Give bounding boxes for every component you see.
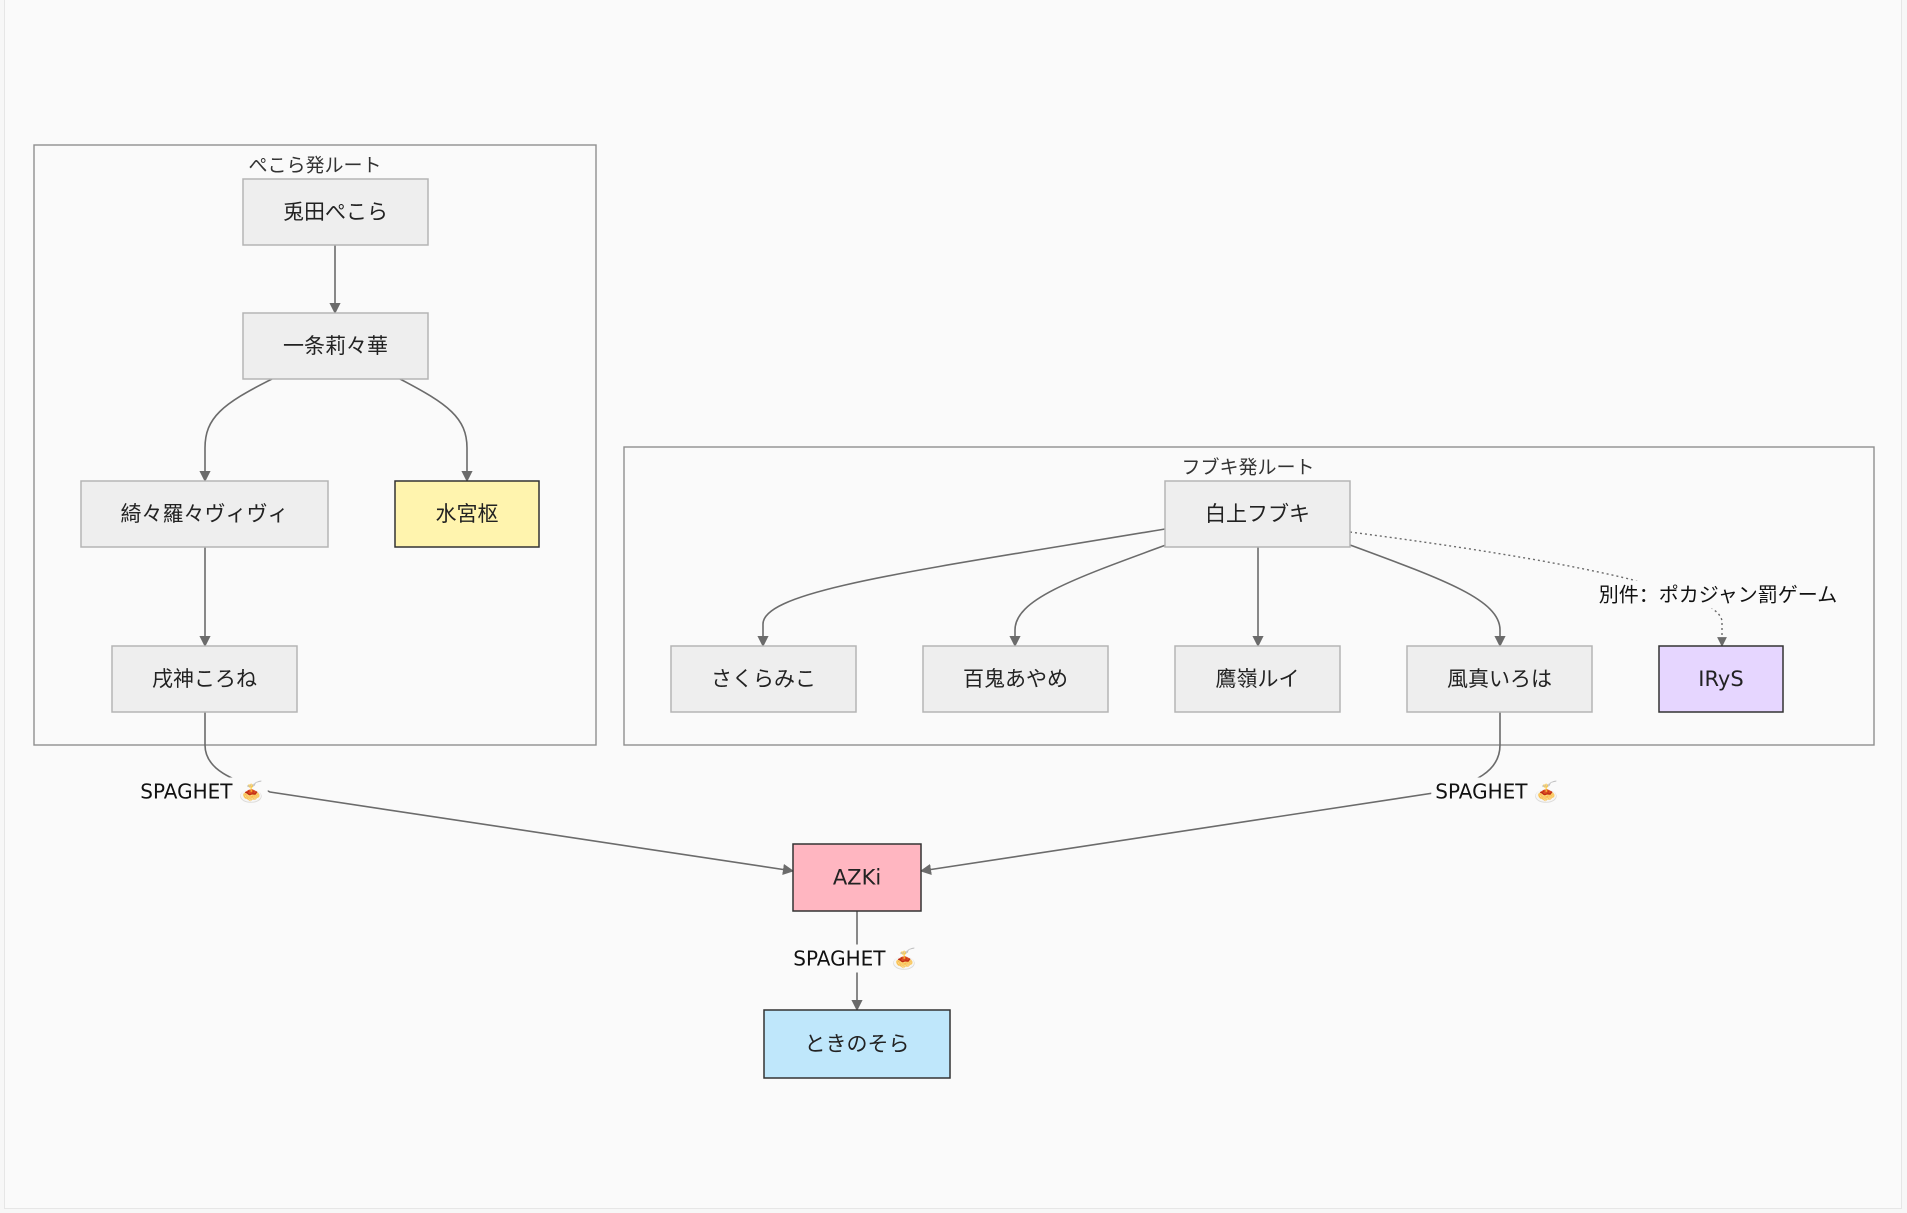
- edge-label-korone-azki: SPAGHET 🍝: [136, 777, 268, 806]
- node-label: ときのそら: [805, 1032, 910, 1056]
- node-azki[interactable]: AZKi: [792, 843, 922, 912]
- node-sora[interactable]: ときのそら: [763, 1009, 951, 1079]
- edge-fubuki-miko: [757, 528, 1166, 648]
- node-box: [1174, 645, 1341, 713]
- node-box: [394, 480, 540, 548]
- node-pekora[interactable]: 兎田ぺこら: [242, 178, 429, 246]
- edge-label-text: SPAGHET 🍝: [793, 947, 916, 971]
- edge-label-fubuki-irys: 別件：ポカジャン罰ゲーム: [1594, 580, 1842, 609]
- node-label: 鷹嶺ルイ: [1216, 667, 1300, 691]
- node-korone[interactable]: 戌神ころね: [111, 645, 298, 713]
- node-box: [80, 480, 329, 548]
- edge-label-background: [136, 777, 268, 806]
- node-box: [670, 645, 857, 713]
- node-label: さくらみこ: [711, 667, 816, 691]
- node-miko[interactable]: さくらみこ: [670, 645, 857, 713]
- node-lui[interactable]: 鷹嶺ルイ: [1174, 645, 1341, 713]
- node-box: [242, 178, 429, 246]
- edge-label-text: SPAGHET 🍝: [140, 780, 263, 804]
- node-label: IRyS: [1698, 667, 1743, 691]
- node-label: 百鬼あやめ: [963, 667, 1068, 691]
- node-label: 白上フブキ: [1205, 502, 1310, 526]
- node-box: [763, 1009, 951, 1079]
- edge-label-text: SPAGHET 🍝: [1435, 780, 1558, 804]
- node-suzumiya[interactable]: 水宮枢: [394, 480, 540, 548]
- node-label: 綺々羅々ヴィヴィ: [121, 502, 289, 526]
- edge-fubuki-iroha: [1349, 544, 1506, 648]
- edge-label-background: [789, 944, 921, 973]
- node-box: [111, 645, 298, 713]
- cluster-label: フブキ発ルート: [1181, 456, 1314, 479]
- node-fubuki[interactable]: 白上フブキ: [1164, 480, 1351, 548]
- node-kirara[interactable]: 綺々羅々ヴィヴィ: [80, 480, 329, 548]
- node-label: 水宮枢: [436, 502, 499, 526]
- edge-label-iroha-azki: SPAGHET 🍝: [1431, 777, 1563, 806]
- edge-ririka-suzumiya: [399, 378, 473, 483]
- node-box: [922, 645, 1109, 713]
- node-label: 戌神ころね: [152, 667, 257, 691]
- node-box: [242, 312, 429, 380]
- node-box: [1406, 645, 1593, 713]
- node-iroha[interactable]: 風真いろは: [1406, 645, 1593, 713]
- node-box: [792, 843, 922, 912]
- edge-label-background: [1594, 580, 1842, 609]
- node-irys[interactable]: IRyS: [1658, 645, 1784, 713]
- node-ayame[interactable]: 百鬼あやめ: [922, 645, 1109, 713]
- node-label: AZKi: [833, 866, 881, 890]
- edge-label-azki-sora: SPAGHET 🍝: [789, 944, 921, 973]
- edge-label-background: [1431, 777, 1563, 806]
- edge-label-text: 別件：ポカジャン罰ゲーム: [1599, 583, 1837, 607]
- node-box: [1164, 480, 1351, 548]
- node-label: 兎田ぺこら: [283, 200, 388, 224]
- cluster-label: ぺこら発ルート: [248, 155, 381, 177]
- edge-fubuki-ayame: [1009, 544, 1167, 648]
- node-box: [1658, 645, 1784, 713]
- node-label: 一条莉々華: [283, 334, 388, 358]
- node-ririka[interactable]: 一条莉々華: [242, 312, 429, 380]
- node-label: 風真いろは: [1447, 667, 1552, 691]
- edge-ririka-kirara: [199, 378, 273, 483]
